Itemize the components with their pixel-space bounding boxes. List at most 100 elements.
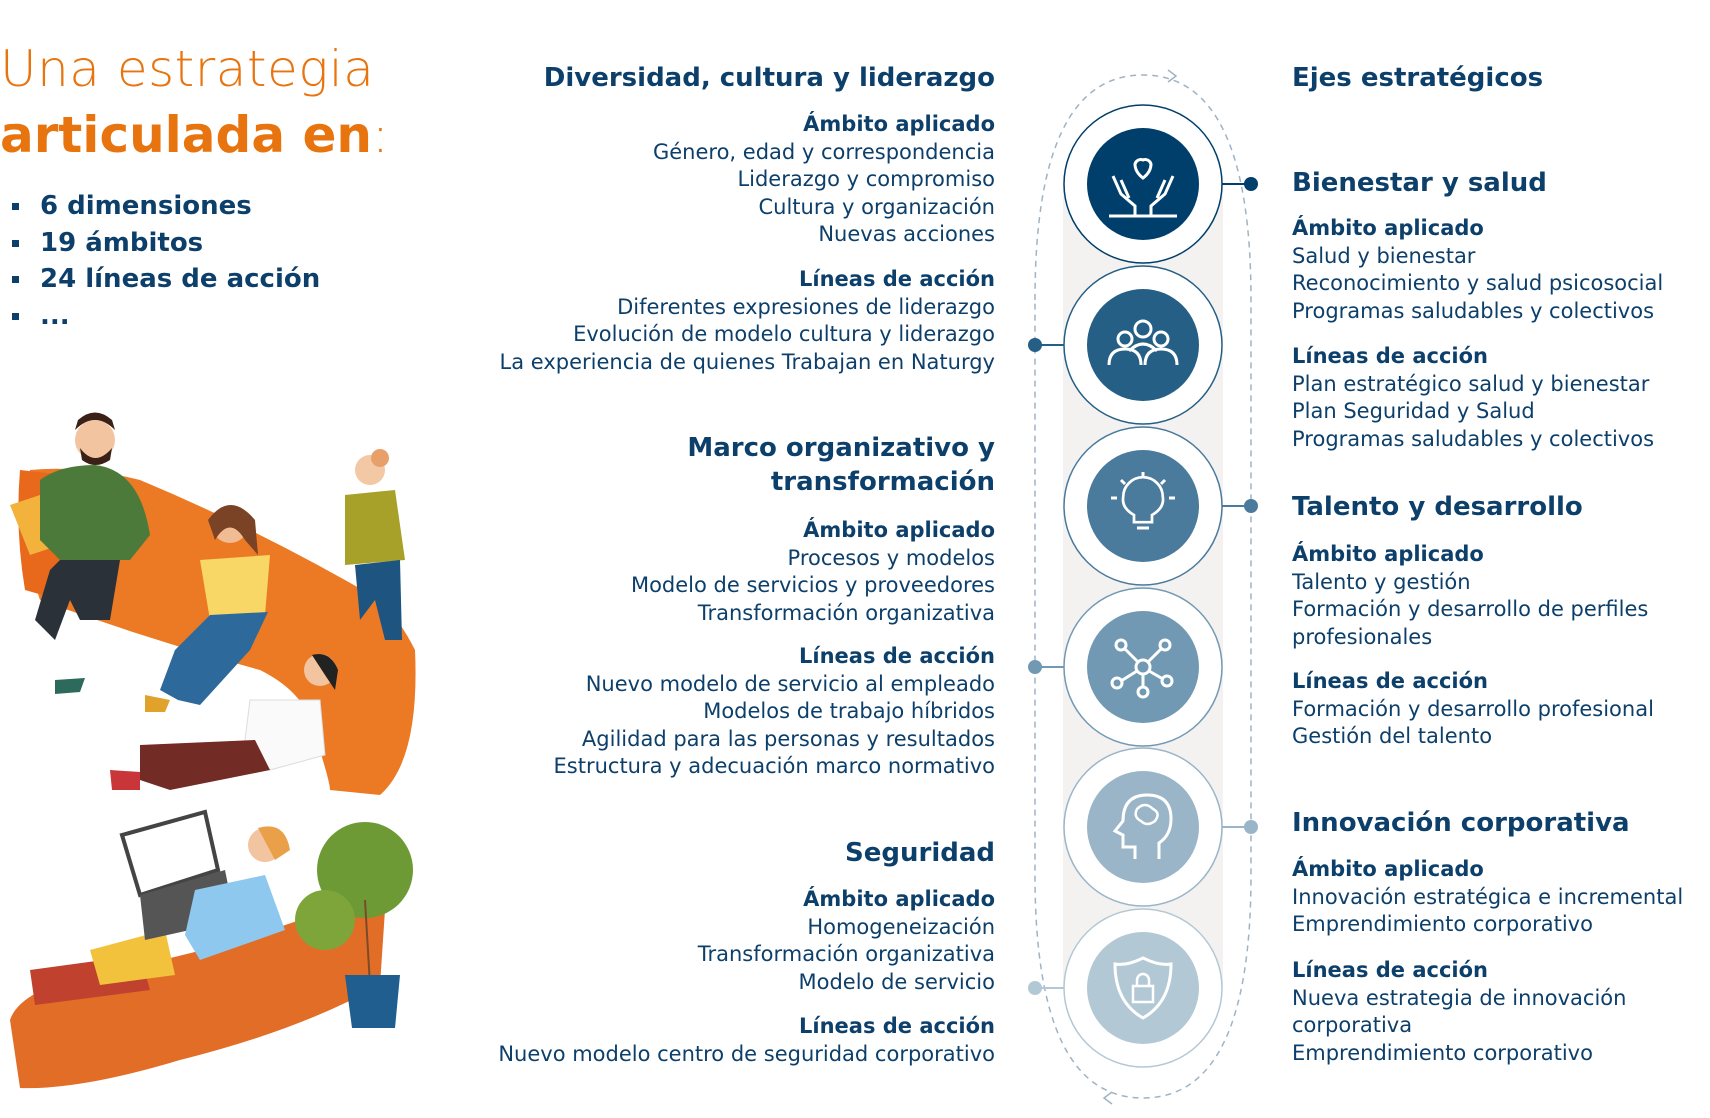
- lineas-item: Plan Seguridad y Salud: [1292, 399, 1535, 424]
- connector-dot: [1244, 499, 1258, 513]
- lineas-label: Líneas de acción: [1292, 958, 1488, 982]
- title-colon: :: [372, 106, 389, 164]
- node-disc: [1087, 289, 1199, 401]
- shield-lock-icon: [1113, 956, 1173, 1020]
- connector-dot: [1244, 820, 1258, 834]
- node-disc: [1087, 450, 1199, 562]
- ambito-label: Ámbito aplicado: [803, 887, 995, 911]
- ambito-item: Liderazgo y compromiso: [737, 167, 995, 192]
- ambito-item: Formación y desarrollo de perfiles: [1292, 597, 1649, 622]
- ambito-item: Programas saludables y colectivos: [1292, 298, 1655, 323]
- brain-head-icon: [1112, 793, 1173, 859]
- title-bold: articulada en: [0, 106, 372, 164]
- ambito-label: Ámbito aplicado: [1292, 216, 1484, 240]
- ambito-item: Cultura y organización: [758, 194, 995, 219]
- node-ring: [1063, 587, 1223, 747]
- dimension-title-line: Diversidad, cultura y liderazgo: [543, 63, 995, 93]
- dimension-title-line: Talento y desarrollo: [1292, 492, 1583, 522]
- lineas-label: Líneas de acción: [799, 267, 995, 291]
- dimension-title-line: Marco organizativo y: [687, 433, 995, 463]
- network-axis-node: [1028, 587, 1223, 747]
- lineas-item: Nueva estrategia de innovación: [1292, 985, 1627, 1010]
- lineas-item: Formación y desarrollo profesional: [1292, 696, 1654, 721]
- ambito-label: Ámbito aplicado: [1292, 857, 1484, 881]
- node-ring: [1063, 747, 1223, 907]
- summary-item: ...: [10, 298, 320, 335]
- connector-dot: [1028, 660, 1042, 674]
- shield-lock-axis-node: [1028, 908, 1223, 1068]
- summary-item: 19 ámbitos: [10, 225, 320, 262]
- ambito-item: Homogeneización: [807, 914, 995, 939]
- node-disc: [1087, 128, 1199, 240]
- summary-item: 24 líneas de acción: [10, 261, 320, 298]
- node-ring: [1063, 265, 1223, 425]
- page-title-line2: articulada en:: [0, 106, 389, 164]
- connector-dot: [1028, 338, 1042, 352]
- connector-dot: [1244, 177, 1258, 191]
- arrow-right-icon: [1167, 69, 1178, 83]
- ambito-item: Género, edad y correspondencia: [652, 139, 995, 164]
- cycle-dashed-path: [1034, 74, 1252, 1099]
- node-ring: [1063, 426, 1223, 586]
- lineas-item: Nuevo modelo centro de seguridad corpora…: [498, 1041, 995, 1066]
- ambito-item: Modelo de servicio: [798, 969, 996, 994]
- lineas-item: corporativa: [1292, 1013, 1413, 1038]
- lineas-item: Evolución de modelo cultura y liderazgo: [573, 322, 995, 347]
- lineas-label: Líneas de acción: [799, 1014, 995, 1038]
- node-disc: [1087, 771, 1199, 883]
- ambito-item: Innovación estratégica e incremental: [1292, 884, 1684, 909]
- ambito-item: Salud y bienestar: [1292, 243, 1476, 268]
- ambito-item: Transformación organizativa: [697, 942, 995, 967]
- dimension-title-line: Innovación corporativa: [1292, 808, 1630, 838]
- people-group-icon: [1107, 319, 1179, 366]
- summary-item: 6 dimensiones: [10, 188, 320, 225]
- ambito-item: Modelo de servicios y proveedores: [630, 573, 995, 598]
- lineas-label: Líneas de acción: [1292, 344, 1488, 368]
- axes-title: Ejes estratégicos: [1292, 63, 1544, 93]
- dimension-title: Bienestar y salud: [1292, 166, 1547, 200]
- dimension-title-line: Seguridad: [845, 838, 995, 868]
- ambito-item: Emprendimiento corporativo: [1292, 912, 1593, 937]
- ambito-item: Reconocimiento y salud psicosocial: [1292, 271, 1664, 296]
- lineas-label: Líneas de acción: [1292, 669, 1488, 693]
- hands-heart-axis-node: [1063, 104, 1258, 264]
- network-icon: [1110, 638, 1174, 699]
- dimension-title: Diversidad, cultura y liderazgo: [544, 61, 995, 95]
- ambito-label: Ámbito aplicado: [803, 112, 995, 136]
- lightbulb-icon: [1111, 472, 1175, 530]
- lineas-item: Estructura y adecuación marco normativo: [553, 754, 995, 779]
- node-disc: [1087, 932, 1199, 1044]
- dimension-title: Innovación corporativa: [1292, 806, 1630, 840]
- lineas-item: Emprendimiento corporativo: [1292, 1040, 1593, 1065]
- summary-list: 6 dimensiones 19 ámbitos 24 líneas de ac…: [10, 188, 320, 334]
- ambito-item: profesionales: [1292, 624, 1433, 649]
- lineas-item: Agilidad para las personas y resultados: [581, 726, 995, 751]
- lineas-item: Diferentes expresiones de liderazgo: [617, 294, 995, 319]
- dimension-title: Talento y desarrollo: [1292, 490, 1583, 524]
- lineas-item: Plan estratégico salud y bienestar: [1292, 371, 1650, 396]
- column-band: [1063, 184, 1223, 988]
- ambito-item: Talento y gestión: [1292, 569, 1471, 594]
- lineas-item: La experiencia de quienes Trabajan en Na…: [499, 349, 995, 374]
- connector-dot: [1028, 981, 1042, 995]
- ambito-label: Ámbito aplicado: [1292, 542, 1484, 566]
- dimension-title-line: Bienestar y salud: [1292, 168, 1547, 198]
- brain-head-axis-node: [1063, 747, 1258, 907]
- people-group-axis-node: [1028, 265, 1223, 425]
- node-ring: [1063, 104, 1223, 264]
- people-sofa-illustration: [10, 412, 416, 1089]
- lightbulb-axis-node: [1063, 426, 1258, 586]
- arrow-left-icon: [1102, 1091, 1113, 1105]
- lineas-item: Modelos de trabajo híbridos: [703, 699, 995, 724]
- ambito-item: Procesos y modelos: [787, 545, 995, 570]
